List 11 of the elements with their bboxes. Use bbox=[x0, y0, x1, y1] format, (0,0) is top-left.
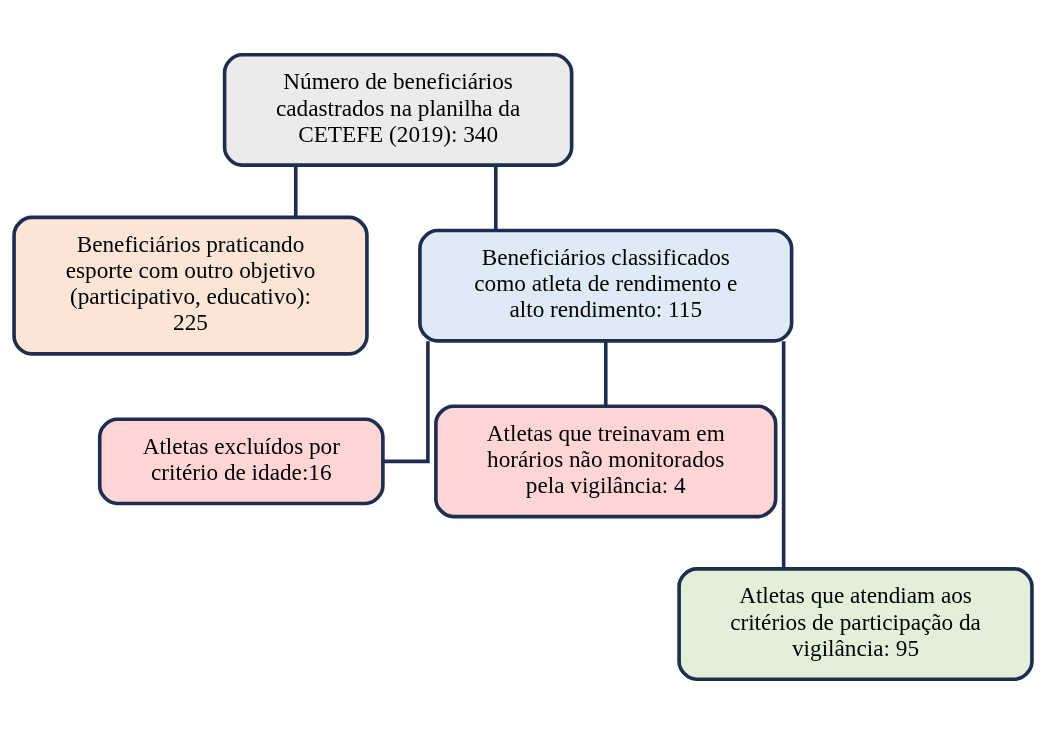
node-box: Beneficiários classificados como atleta de rendimento e alto rendimento: 115 bbox=[418, 228, 794, 343]
node-box: Número de beneficiários cadastrados na planilha da CETEFE (2019): 340 bbox=[222, 53, 574, 167]
node-box: Atletas que atendiam aos critérios de participação da vigilância: 95 bbox=[677, 567, 1034, 681]
connector bbox=[781, 341, 786, 569]
connector bbox=[603, 341, 608, 407]
connector bbox=[383, 341, 430, 464]
node-box: Beneficiários praticando esporte com outro objetivo (participativo, educativo): 225 bbox=[12, 215, 369, 356]
connector bbox=[493, 165, 498, 231]
connector bbox=[293, 165, 298, 217]
node-box: Atletas excluídos por critério de idade:16 bbox=[97, 417, 385, 506]
node-box: Atletas que treinavam em horários não monitorados pela vigilância: 4 bbox=[434, 404, 778, 519]
